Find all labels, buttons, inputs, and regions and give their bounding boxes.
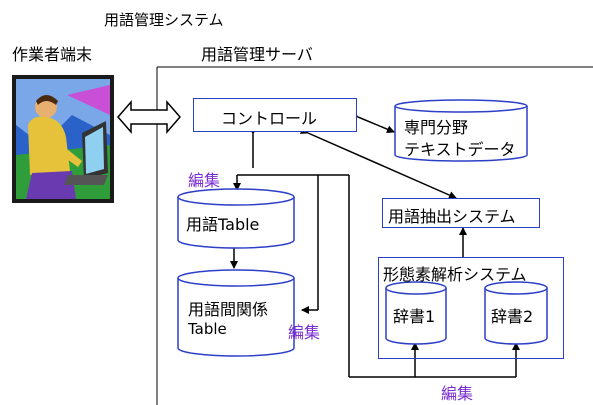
dict1-cylinder [385,281,447,345]
term-table-cylinder [177,188,295,249]
extraction-system-box: 用語抽出システム [382,198,540,228]
dict2-label: 辞書2 [491,307,534,326]
relation-table-label-line2: Table [188,320,227,338]
relation-table-cylinder [177,269,295,357]
worker-terminal-image [12,75,114,203]
terminal-label: 作業者端末 [12,45,93,64]
corpus-label-line1: 専門分野 [404,118,469,137]
control-box: コントロール [193,98,357,132]
term-table-label-en: Table [218,215,260,234]
relation-table-label-line1: 用語間関係 [188,300,269,319]
edit-label-bottom: 編集 [441,384,474,403]
morph-system-label: 形態素解析システム [383,265,527,284]
term-table-label-jp: 用語 [186,215,219,234]
control-extraction-arrow [299,126,457,199]
corpus-cylinder [394,99,528,162]
control-label: コントロール [221,109,318,128]
term-table-label: 用語Table [186,211,259,235]
dict1-label: 辞書1 [393,307,436,326]
edit-label-middle: 編集 [288,323,321,342]
morph-system-box: 形態素解析システム [378,257,564,359]
terminal-control-arrow [117,99,181,135]
corpus-label-line2: テキストデータ [404,140,516,159]
system-title: 用語管理システム [104,11,224,29]
edit-label-top: 編集 [188,171,221,190]
control-corpus-arrow [350,110,395,133]
extraction-system-label: 用語抽出システム [388,207,516,226]
server-label: 用語管理サーバ [201,45,313,64]
dict2-cylinder [484,281,548,345]
